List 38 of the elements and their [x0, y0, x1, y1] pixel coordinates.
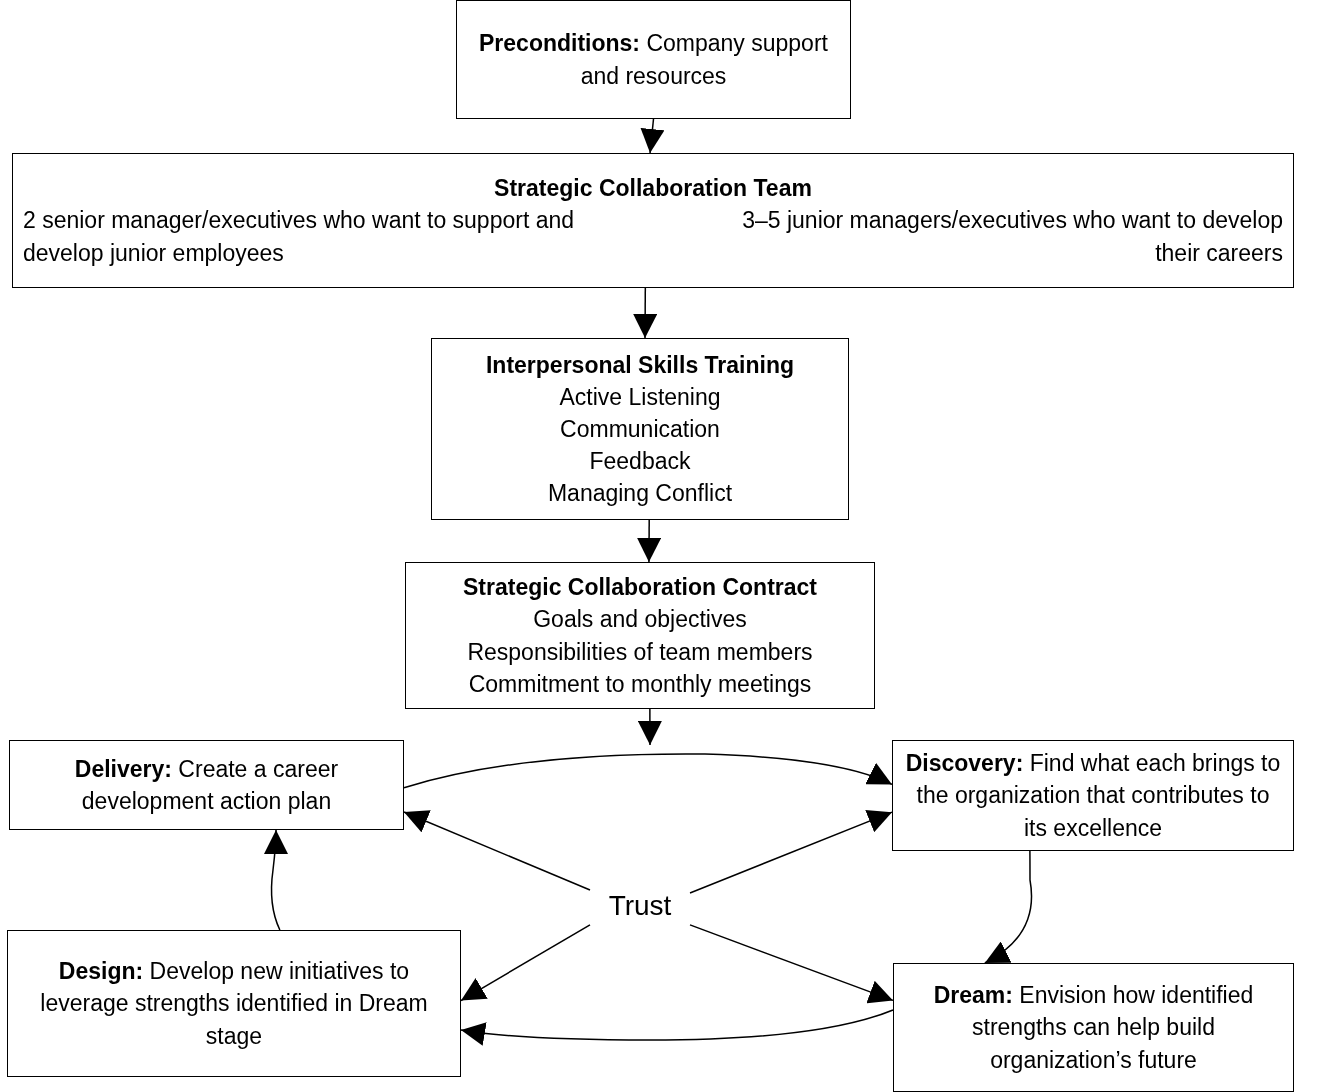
box-text: Goals and objectives: [533, 605, 747, 635]
arrow: [460, 1009, 894, 1046]
process-box: [431, 338, 849, 520]
process-box: [12, 153, 1294, 288]
arrow: [640, 118, 665, 154]
box-heading: Interpersonal Skills Training: [486, 350, 794, 380]
process-box: [9, 740, 404, 830]
arrow: [984, 850, 1033, 964]
box-text: Dream: Envision how identified strengths can help build organization’s future: [932, 981, 1255, 1075]
box-text: Preconditions: Company support and resources: [478, 29, 829, 91]
arrow: [403, 753, 893, 789]
arrow: [637, 708, 662, 746]
arrow: [637, 519, 662, 563]
process-box: [893, 963, 1294, 1092]
box-text: Active Listening: [559, 382, 721, 412]
arrow: [633, 287, 658, 339]
arrow: [689, 809, 893, 894]
box-text: Delivery: Create a career development action plan: [73, 754, 340, 816]
arrow: [403, 810, 591, 891]
process-box: [7, 930, 461, 1077]
box-text: 3–5 junior managers/executives who want to develop their careers: [741, 206, 1283, 268]
box-text: Managing Conflict: [547, 479, 733, 509]
box-text: Commitment to monthly meetings: [468, 669, 812, 699]
box-text: 2 senior manager/executives who want to support and develop junior employees: [23, 206, 576, 268]
arrow: [263, 829, 288, 931]
process-box: [892, 740, 1294, 851]
box-text: Responsibilities of team members: [467, 637, 813, 667]
process-box: [405, 562, 875, 709]
center-label: Trust: [590, 885, 690, 927]
box-heading: Strategic Collaboration Contract: [463, 573, 817, 603]
box-text: Communication: [560, 414, 720, 444]
arrow: [460, 924, 591, 1002]
box-text: Feedback: [589, 447, 691, 477]
box-heading: Strategic Collaboration Team: [494, 174, 812, 204]
box-text: Design: Develop new initiatives to leverage strengths identified in Dream stage: [39, 957, 429, 1051]
box-text: Discovery: Find what each brings to the organization that contributes to its excellence: [904, 749, 1282, 843]
process-box: [456, 0, 851, 119]
arrow: [689, 924, 894, 1004]
